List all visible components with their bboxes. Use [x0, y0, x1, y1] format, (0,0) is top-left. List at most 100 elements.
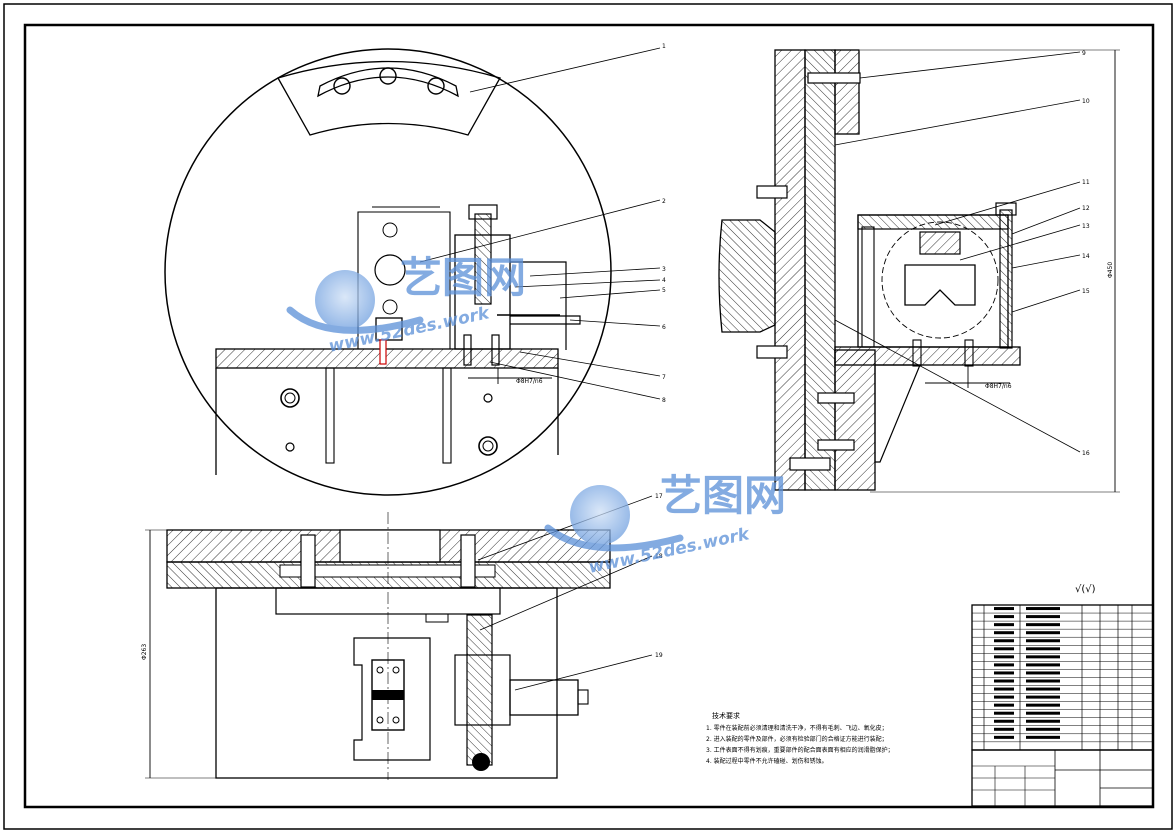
bom-text-mark	[1026, 631, 1060, 635]
balloon-12: 12	[1082, 205, 1090, 212]
balloon-9: 9	[1082, 50, 1086, 57]
bom-text-mark	[994, 687, 1014, 691]
globe-icon	[315, 270, 375, 330]
balloon-4: 4	[662, 277, 666, 284]
globe-icon	[570, 485, 630, 545]
bom-text-mark	[1026, 719, 1060, 723]
tech-title: 技术要求	[712, 711, 740, 720]
v-block	[904, 264, 976, 306]
top-view: Φ8H7/n6 1 2 3 4 5 6 7 8	[164, 43, 666, 496]
bom-text-mark	[1026, 623, 1060, 627]
clamp-nut-side	[995, 202, 1017, 216]
bottom-block	[834, 349, 876, 491]
bom-text-mark	[1026, 727, 1060, 731]
slot-sector	[277, 60, 501, 136]
bolt-hole	[284, 392, 296, 404]
workpiece-outline	[881, 221, 999, 339]
bom-text-mark	[1026, 687, 1060, 691]
bom-text-mark	[1026, 703, 1060, 707]
bom-text-mark	[994, 647, 1014, 651]
side-view: Φ8H7/n6 Φ450 9 10 11 12 13 14 15 16	[718, 49, 1120, 493]
slot-ball	[427, 77, 445, 95]
fixture-body	[215, 368, 559, 475]
slot-ball	[379, 67, 397, 85]
watermark-brand: 艺图网	[660, 471, 786, 520]
fixture-base-side	[834, 346, 1021, 366]
bom-text-mark	[1026, 647, 1060, 651]
bom-text-mark	[994, 671, 1014, 675]
screw-front	[460, 534, 476, 588]
tech-line-3: 3. 工件表面不得有划痕，重要部件的配合面表面有相应的润滑脂保护；	[706, 746, 894, 754]
balloon-10: 10	[1082, 98, 1090, 105]
turntable-circle	[164, 48, 612, 496]
balloon-19: 19	[655, 652, 663, 659]
bom-text-mark	[994, 703, 1014, 707]
column-pin	[861, 226, 875, 348]
bolt	[807, 72, 861, 84]
support-rib	[874, 364, 921, 463]
bom-text-mark	[994, 607, 1014, 611]
height-dim-bottom: Φ263	[141, 644, 148, 660]
tech-requirements: 技术要求 1. 零件在装配前必须清理和清洗干净，不得有毛刺、飞边、氧化皮； 2.…	[706, 711, 894, 765]
web-rib	[442, 367, 452, 464]
bom-text-mark	[994, 727, 1014, 731]
balloon-14: 14	[1082, 253, 1090, 260]
inner-frame	[23, 23, 1155, 809]
bom-text-mark	[1026, 607, 1060, 611]
bolt-hole	[482, 440, 494, 452]
bom-text-mark	[1026, 671, 1060, 675]
slot-ball	[333, 77, 351, 95]
tech-line-1: 1. 零件在装配前必须清理和清洗干净，不得有毛刺、飞边、氧化皮；	[706, 724, 888, 732]
balloon-3: 3	[662, 266, 666, 273]
bom-text-mark	[994, 719, 1014, 723]
bolt-hole	[478, 436, 498, 456]
workpiece-hole	[374, 254, 406, 286]
bolt	[756, 185, 788, 199]
screw-front	[300, 534, 316, 588]
bom-text-mark	[994, 631, 1014, 635]
body-front	[215, 587, 558, 779]
pin	[379, 339, 387, 365]
pin-hole	[392, 666, 400, 674]
workpiece-front	[353, 637, 431, 761]
column-plate	[774, 49, 806, 491]
balloon-18: 18	[655, 553, 663, 560]
bom-text-mark	[1026, 695, 1060, 699]
bom-text-mark	[994, 639, 1014, 643]
cylinder	[509, 679, 579, 716]
pin-hole	[376, 666, 384, 674]
roughness-symbol: √(√)	[1075, 584, 1096, 595]
bom-text-mark	[1026, 679, 1060, 683]
clamp-arm	[510, 261, 581, 350]
clamp-nut	[468, 204, 498, 220]
bom-text-mark	[1026, 663, 1060, 667]
balloon-11: 11	[1082, 179, 1090, 186]
balloon-16: 16	[1082, 450, 1090, 457]
bolt-hole	[285, 442, 295, 452]
turntable-plate	[804, 49, 836, 491]
screw-pin	[463, 334, 472, 366]
bom-text-mark	[994, 711, 1014, 715]
pin-hole	[392, 716, 400, 724]
bom-text-mark	[1026, 615, 1060, 619]
knob	[472, 753, 490, 771]
balloon-5: 5	[662, 287, 666, 294]
fit-label-right: Φ8H7/n6	[985, 383, 1012, 390]
balloon-15: 15	[1082, 288, 1090, 295]
balloon-1: 1	[662, 43, 666, 50]
clamp-screw	[474, 213, 492, 305]
bolt-hole	[483, 393, 493, 403]
bom-text-mark	[1026, 711, 1060, 715]
balloon-8: 8	[662, 397, 666, 404]
pin-side	[912, 339, 922, 367]
screw-pin	[491, 334, 500, 366]
top-block	[834, 49, 860, 135]
pin-side	[964, 339, 974, 367]
bom-text-mark	[1026, 735, 1060, 739]
bom-text-mark	[994, 655, 1014, 659]
bom-text-mark	[994, 695, 1014, 699]
balloon-7: 7	[662, 374, 666, 381]
workpiece-hole	[382, 299, 398, 315]
bolt-hole	[280, 388, 300, 408]
